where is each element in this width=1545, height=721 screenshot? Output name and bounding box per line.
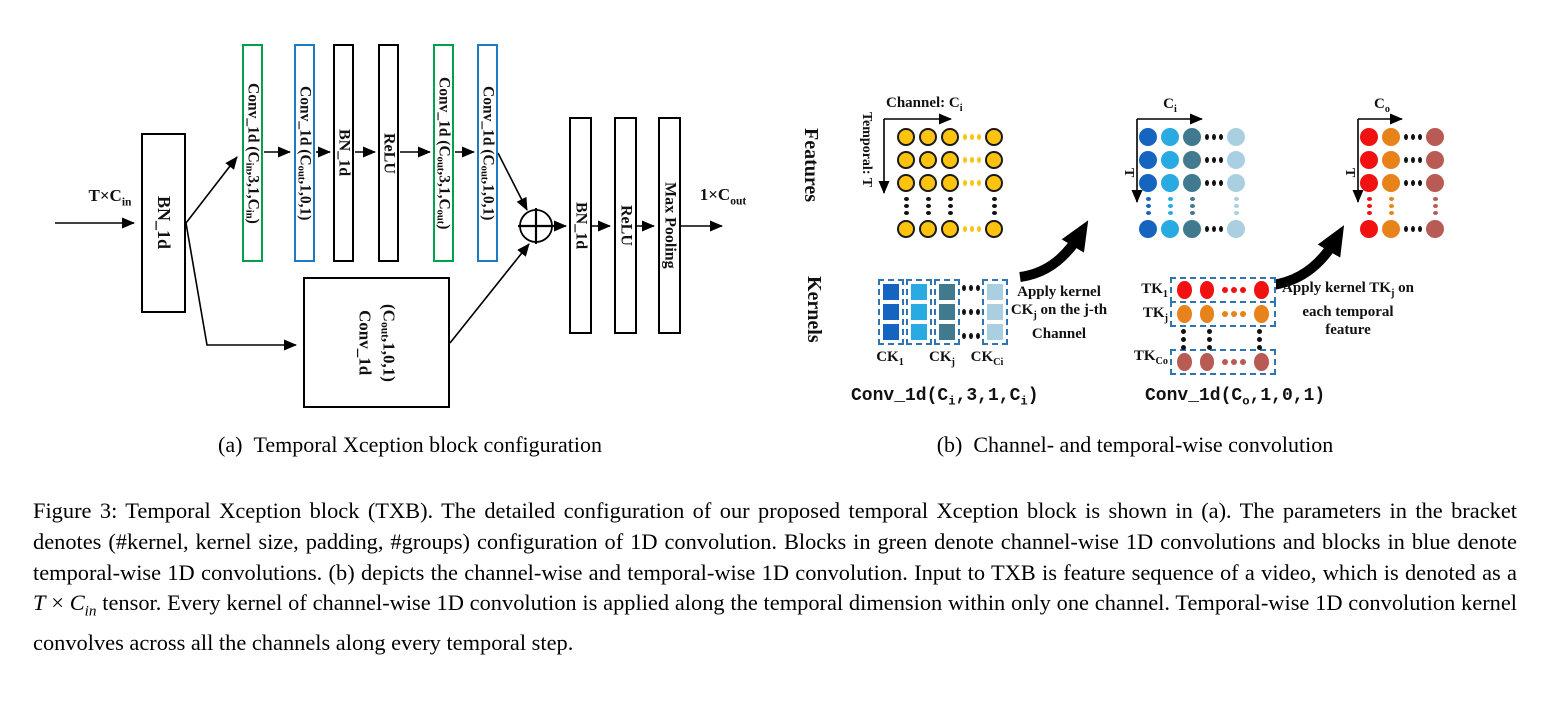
block-conv1d-temporalwise-1: Conv_1d (Cout,1,0,1) — [294, 44, 315, 262]
branch-shortcut-arrow — [185, 222, 297, 351]
tkco-label: TKCo — [1133, 348, 1168, 367]
block-maxpooling: Max Pooling — [658, 117, 681, 334]
input-feature-map-grid — [897, 128, 1003, 238]
branch-top-arrow — [185, 156, 238, 224]
temporal-axis-label: Temporal: T — [859, 112, 874, 188]
t-axis-label-mid: T — [1121, 168, 1136, 178]
block-bn1d-mid: BN_1d — [333, 44, 354, 262]
tk1-label: TK1 — [1141, 281, 1168, 300]
channelwise-output-feature-grid — [1139, 128, 1245, 238]
apply-kernel-ck-note: Apply kernel CKj on the j-th Channel — [1010, 284, 1108, 342]
kernels-label: Kernels — [803, 276, 825, 343]
block-relu-mid: ReLU — [378, 44, 399, 262]
ci-axis-label: Ci — [1163, 96, 1177, 115]
block-conv1d-channelwise-2: Conv_1d (Cout,3,1,Cout) — [433, 44, 454, 262]
ck1-label: CK1 — [876, 349, 904, 368]
block-conv1d-shortcut: Conv_1d (Cout,1,0,1) — [303, 277, 450, 408]
block-bn1d-output: BN_1d — [569, 117, 592, 334]
apply-kernel-tk-note: Apply kernel TKj on each temporal featur… — [1282, 280, 1414, 338]
ckj-label: CKj — [929, 349, 955, 368]
apply-kernel-curved-arrow-1 — [1019, 220, 1089, 282]
co-axis-label: Co — [1374, 96, 1390, 115]
subcaption-b: (b) Channel- and temporal-wise convoluti… — [936, 432, 1334, 457]
temporal-kernels-grid — [1170, 277, 1276, 375]
channel-axis-label: Channel: Ci — [886, 95, 963, 114]
features-label: Features — [800, 128, 822, 203]
conv1d-temporalwise-caption: Conv_1d(Co,1,0,1) — [1145, 386, 1326, 409]
channel-kernels-grid — [878, 279, 1010, 345]
t-axis-label-right: T — [1342, 168, 1357, 178]
block-conv1d-temporalwise-2: Conv_1d (Cout,1,0,1) — [477, 44, 498, 262]
input-tensor-label: T×Cin — [88, 186, 132, 209]
block-bn1d-input: BN_1d — [141, 133, 186, 313]
conv1d-channelwise-caption: Conv_1d(Ci,3,1,Ci) — [851, 386, 1039, 409]
block-relu-output: ReLU — [614, 117, 637, 334]
subcaption-a: (a) Temporal Xception block configuratio… — [218, 432, 602, 457]
block-conv1d-channelwise-1: Conv_1d (Cin,3,1,Cin) — [242, 44, 263, 262]
top-branch-to-sum-arrow — [497, 152, 528, 211]
tkj-label: TKj — [1142, 305, 1168, 324]
figure-caption: Figure 3: Temporal Xception block (TXB).… — [33, 498, 1518, 655]
shortcut-to-sum-arrow — [449, 243, 530, 344]
ckci-label: CKCi — [970, 349, 1004, 368]
temporalwise-output-feature-grid — [1360, 128, 1444, 238]
apply-kernel-curved-arrow-2 — [1271, 225, 1345, 290]
output-tensor-label: 1×Cout — [699, 185, 747, 208]
